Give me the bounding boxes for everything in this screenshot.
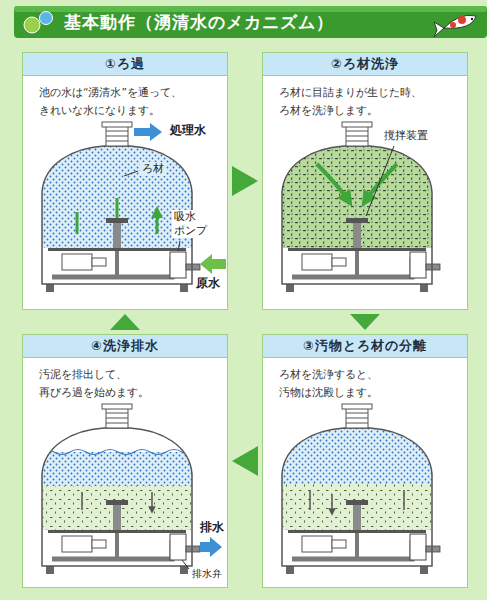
illustration-path bbox=[366, 146, 394, 216]
deco-circle bbox=[40, 12, 53, 25]
step-description: ろ材を洗浄すると、 汚物は沈殿します。 bbox=[263, 358, 467, 402]
step-panel: ②ろ材洗浄ろ材に目詰まりが生じた時、 ろ材を洗浄します。 bbox=[262, 52, 468, 310]
valve-label: 排水弁 bbox=[190, 568, 224, 581]
illustration-path bbox=[178, 241, 180, 251]
illustration-use bbox=[286, 500, 440, 574]
illustration-rect bbox=[262, 334, 468, 588]
illustration-use bbox=[42, 404, 192, 566]
illustration-path bbox=[317, 164, 348, 200]
diagram-title: 基本動作（湧清水のメカニズム） bbox=[64, 11, 334, 34]
step-heading: ③汚物とろ材の分離 bbox=[263, 335, 467, 358]
step-heading: ②ろ材洗浄 bbox=[263, 53, 467, 76]
outlet-label: 処理水 bbox=[168, 123, 208, 138]
step-heading: ①ろ過 bbox=[23, 53, 227, 76]
drain-label: 排水 bbox=[198, 520, 226, 535]
title-band-highlight bbox=[14, 6, 487, 12]
step-panel: ④洗浄排水汚泥を排出して、 再びろ過を始めます。 bbox=[22, 334, 228, 588]
illustration-path bbox=[38, 450, 198, 455]
inlet-label: 原水 bbox=[194, 276, 222, 291]
flow-arrow bbox=[110, 314, 140, 330]
illustration-path bbox=[366, 164, 397, 200]
illustration-path bbox=[182, 560, 189, 569]
flow-arrow bbox=[350, 314, 380, 330]
tank-figure bbox=[22, 52, 228, 310]
illustration-path bbox=[134, 123, 162, 141]
illustration-path bbox=[124, 171, 138, 176]
flow-arrow bbox=[232, 446, 258, 476]
illustration-rect bbox=[22, 452, 212, 486]
koi-icon bbox=[434, 15, 476, 37]
illustration-path bbox=[200, 254, 226, 274]
pump-label: 吸水 ポンプ bbox=[172, 210, 209, 238]
title-band bbox=[14, 6, 487, 38]
illustration-use bbox=[282, 404, 432, 566]
illustration-circle bbox=[471, 18, 473, 20]
illustration-use bbox=[282, 122, 432, 284]
illustration-use bbox=[286, 218, 440, 292]
illustration-circle bbox=[458, 16, 466, 24]
illustration-circle bbox=[450, 22, 456, 28]
illustration-rect bbox=[22, 334, 228, 588]
media-label: ろ材 bbox=[140, 162, 166, 176]
illustration-use bbox=[42, 122, 192, 284]
tank-figure bbox=[262, 334, 468, 588]
tank-figure bbox=[262, 52, 468, 310]
illustration-use bbox=[46, 500, 200, 574]
agitator-label: 撹拌装置 bbox=[382, 129, 430, 143]
illustration-path bbox=[444, 15, 476, 28]
illustration-path bbox=[200, 537, 222, 557]
illustration-path bbox=[434, 22, 444, 37]
step-description: 池の水は“湧清水”を通って、 きれいな水になります。 bbox=[23, 76, 227, 120]
step-description: ろ材に目詰まりが生じた時、 ろ材を洗浄します。 bbox=[263, 76, 467, 120]
flow-arrow bbox=[232, 166, 258, 196]
step-heading: ④洗浄排水 bbox=[23, 335, 227, 358]
illustration-rect bbox=[262, 52, 468, 310]
illustration-rect bbox=[22, 52, 228, 310]
illustration-rect bbox=[262, 424, 452, 484]
step-description: 汚泥を排出して、 再びろ過を始めます。 bbox=[23, 358, 227, 402]
deco-circle bbox=[24, 17, 40, 33]
step-panel: ①ろ過池の水は“湧清水”を通って、 きれいな水になります。 bbox=[22, 52, 228, 310]
tank-figure bbox=[22, 334, 228, 588]
step-panel: ③汚物とろ材の分離ろ材を洗浄すると、 汚物は沈殿します。 bbox=[262, 334, 468, 588]
